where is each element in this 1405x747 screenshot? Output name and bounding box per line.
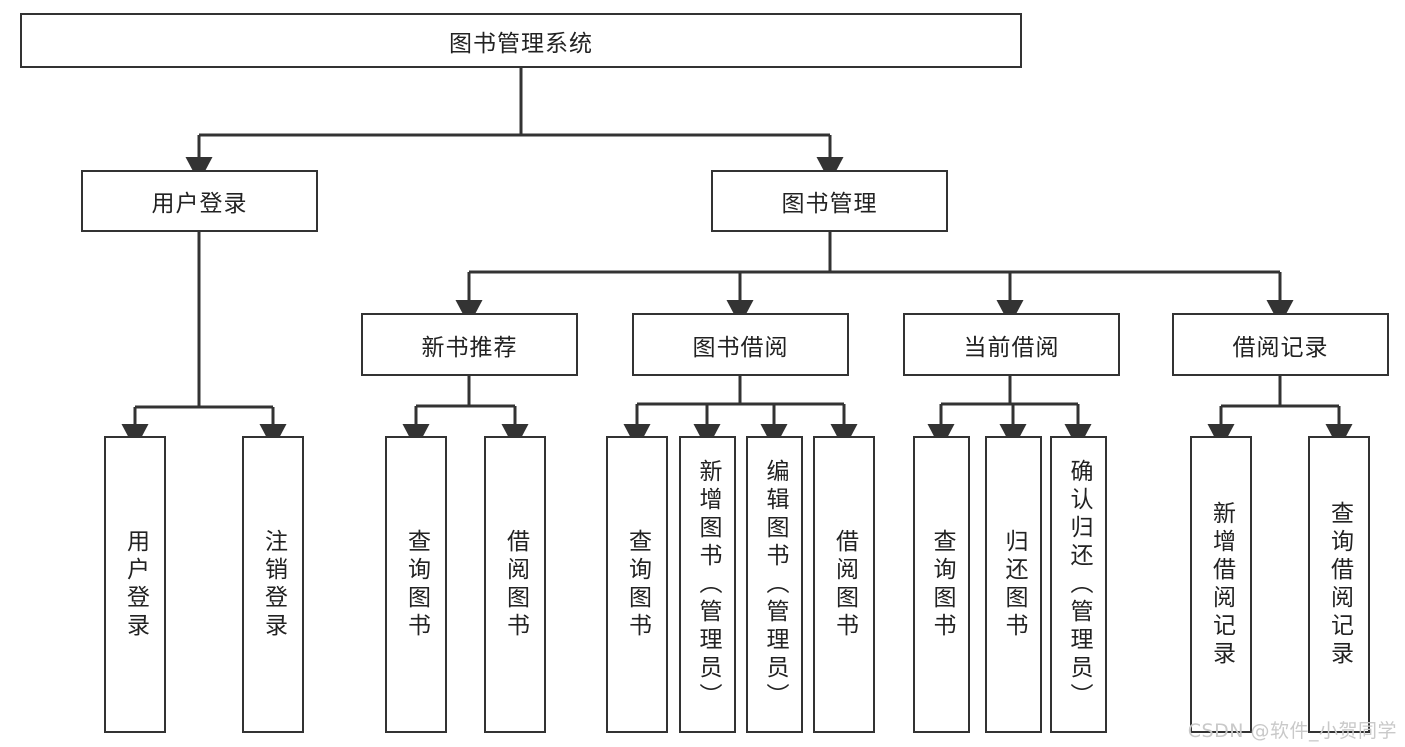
leaf-confirm-return-admin-label: 确认归还（管理员） <box>1066 458 1092 711</box>
node-root[interactable]: 图书管理系统 <box>20 13 1022 68</box>
leaf-query-book-borrow-label: 查询图书 <box>624 528 651 641</box>
leaf-logout-label: 注销登录 <box>260 528 287 641</box>
leaf-query-borrow-record[interactable]: 查询借阅记录 <box>1308 436 1370 733</box>
leaf-borrow-book[interactable]: 借阅图书 <box>813 436 875 733</box>
leaf-query-book-rec[interactable]: 查询图书 <box>385 436 447 733</box>
watermark: CSDN @软件_小贺同学 <box>1187 720 1397 742</box>
leaf-logout[interactable]: 注销登录 <box>242 436 304 733</box>
leaf-query-borrow-record-label: 查询借阅记录 <box>1326 500 1353 669</box>
leaf-add-book-admin-label: 新增图书（管理员） <box>695 458 721 711</box>
node-new-book-recommend-label: 新书推荐 <box>421 334 518 361</box>
node-book-borrow-label: 图书借阅 <box>692 334 789 361</box>
leaf-query-book-current[interactable]: 查询图书 <box>913 436 970 733</box>
leaf-return-book-label: 归还图书 <box>1001 528 1027 641</box>
node-new-book-recommend[interactable]: 新书推荐 <box>361 313 578 376</box>
leaf-add-borrow-record[interactable]: 新增借阅记录 <box>1190 436 1252 733</box>
node-book-management[interactable]: 图书管理 <box>711 170 948 232</box>
leaf-query-book-current-label: 查询图书 <box>929 528 955 641</box>
leaf-confirm-return-admin[interactable]: 确认归还（管理员） <box>1050 436 1107 733</box>
node-current-borrow-label: 当前借阅 <box>963 334 1060 361</box>
leaf-query-book-borrow[interactable]: 查询图书 <box>606 436 668 733</box>
leaf-add-book-admin[interactable]: 新增图书（管理员） <box>679 436 736 733</box>
leaf-edit-book-admin-label: 编辑图书（管理员） <box>762 458 788 711</box>
leaf-user-login[interactable]: 用户登录 <box>104 436 166 733</box>
node-book-borrow[interactable]: 图书借阅 <box>632 313 849 376</box>
leaf-return-book[interactable]: 归还图书 <box>985 436 1042 733</box>
leaf-query-book-rec-label: 查询图书 <box>403 528 430 641</box>
node-user-login[interactable]: 用户登录 <box>81 170 318 232</box>
leaf-borrow-book-rec-label: 借阅图书 <box>502 528 529 641</box>
leaf-borrow-book-rec[interactable]: 借阅图书 <box>484 436 546 733</box>
node-borrow-record[interactable]: 借阅记录 <box>1172 313 1389 376</box>
leaf-add-borrow-record-label: 新增借阅记录 <box>1208 500 1235 669</box>
node-current-borrow[interactable]: 当前借阅 <box>903 313 1120 376</box>
node-book-management-label: 图书管理 <box>781 191 878 217</box>
leaf-borrow-book-label: 借阅图书 <box>831 528 858 641</box>
leaf-edit-book-admin[interactable]: 编辑图书（管理员） <box>746 436 803 733</box>
node-root-label: 图书管理系统 <box>449 30 593 57</box>
node-borrow-record-label: 借阅记录 <box>1232 334 1329 361</box>
leaf-user-login-label: 用户登录 <box>122 528 149 641</box>
node-user-login-label: 用户登录 <box>151 191 248 217</box>
